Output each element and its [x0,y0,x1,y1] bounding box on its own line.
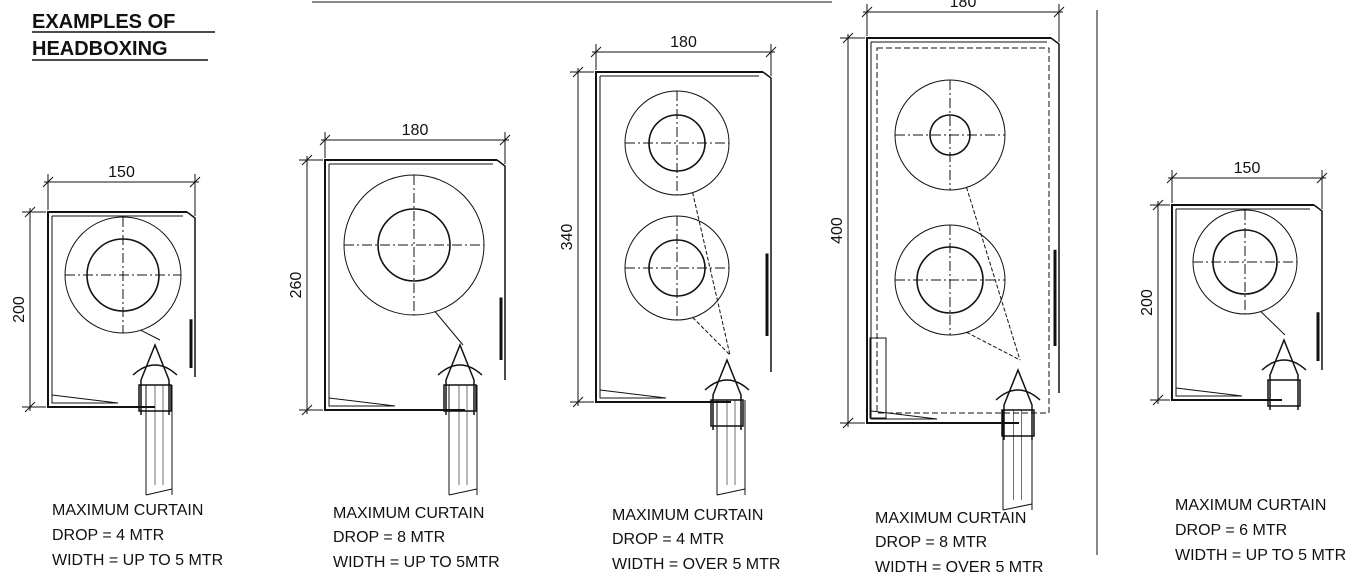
box-4-caption-line-3: WIDTH = OVER 5 MTR [875,559,1043,576]
rail-carrier [1267,379,1301,407]
box-1-width-label: 150 [108,164,135,181]
curtain-line-1 [434,311,464,346]
pipe-cut [145,488,173,496]
box-4-caption-line-2: DROP = 8 MTR [875,534,987,551]
box-3-caption-line-3: WIDTH = OVER 5 MTR [612,556,780,573]
curtain-line-2 [966,331,1021,361]
casing-outline [1171,204,1314,401]
box-1-caption-line-2: DROP = 4 MTR [52,527,164,544]
box-2-caption-line-3: WIDTH = UP TO 5MTR [333,554,500,571]
box-5-caption-line-3: WIDTH = UP TO 5 MTR [1175,547,1346,564]
roll-outer-1 [1192,209,1298,315]
height-dim-tick-bottom [842,417,854,429]
casing-right-lip [762,71,772,372]
rail-hook [132,364,178,376]
casing-right-lip [186,211,196,377]
width-dim-tick-right [1316,172,1328,184]
box-5-width-label: 150 [1234,160,1261,177]
bottom-wedge [328,397,396,407]
rail-profile [1269,337,1299,410]
box-3-width-label: 180 [670,34,697,51]
rail-hook [995,389,1041,401]
rail-hook [437,364,483,376]
width-dim-tick-right [499,134,511,146]
headbox-1 [22,174,201,496]
bottom-wedge [599,389,667,399]
width-dim-tick-left [861,6,873,18]
pipe-cut [716,488,746,496]
bottom-wedge [1175,387,1243,397]
height-dim-tick-bottom [24,401,36,413]
height-dim-tick-top [301,154,313,166]
rail-profile [140,342,170,415]
rail-hook [1261,359,1307,371]
width-dim-tick-right [765,46,777,58]
pipe-cut [448,488,478,496]
rail-profile [1003,367,1033,440]
height-dim-tick-bottom [301,404,313,416]
rail-profile [712,357,742,430]
headbox-2 [299,132,511,496]
height-dim-tick-bottom [1152,394,1164,406]
box-2-caption-line-1: MAXIMUM CURTAIN [333,505,484,522]
width-dim-tick-right [189,176,201,188]
height-dim-tick-top [842,32,854,44]
height-dim-tick-top [1152,199,1164,211]
box-5-height-label: 200 [1139,289,1156,316]
casing-outline [324,159,497,411]
bottom-wedge [51,394,119,404]
roll-outer-1 [624,90,730,196]
rail-carrier [443,384,477,412]
corner-block [869,337,887,419]
width-dim-tick-left [42,176,54,188]
width-dim-tick-left [319,134,331,146]
curtain-line-1 [1260,311,1286,336]
box-3-caption-line-1: MAXIMUM CURTAIN [612,507,763,524]
box-4-height-label: 400 [829,217,846,244]
casing-outline [47,211,187,408]
casing-right-lip [1050,37,1060,393]
width-dim-tick-right [1053,6,1065,18]
bottom-wedge [870,410,938,420]
roll-core-1 [377,208,451,282]
height-dim-tick-top [24,206,36,218]
rail-profile [445,342,475,415]
curtain-line-1 [692,192,731,356]
box-2-caption-line-2: DROP = 8 MTR [333,529,445,546]
curtain-line-2 [692,317,731,356]
box-4-width-label: 180 [950,0,977,11]
casing-right-lip [1313,204,1323,370]
box-2-height-label: 260 [288,272,305,299]
title-line-1: EXAMPLES OF [32,11,175,33]
box-4-caption-line-1: MAXIMUM CURTAIN [875,510,1026,527]
box-5-caption-line-1: MAXIMUM CURTAIN [1175,497,1326,514]
box-3-caption-line-2: DROP = 4 MTR [612,531,724,548]
rail-carrier [1001,409,1035,437]
box-3-height-label: 340 [559,224,576,251]
curtain-line-1 [140,329,161,341]
height-dim-tick-top [572,66,584,78]
title-line-2: HEADBOXING [32,38,168,60]
box-1-height-label: 200 [11,296,28,323]
height-dim-tick-bottom [572,396,584,408]
inner-liner [876,47,1050,414]
box-1-caption-line-1: MAXIMUM CURTAIN [52,502,203,519]
casing-right-lip [496,159,506,380]
width-dim-tick-left [590,46,602,58]
casing-outline [595,71,763,403]
headbox-4 [840,4,1065,511]
box-5-caption-line-2: DROP = 6 MTR [1175,522,1287,539]
pipe-cut [1002,503,1033,511]
casing-outline [866,37,1051,424]
box-1-caption-line-3: WIDTH = UP TO 5 MTR [52,552,223,569]
width-dim-tick-left [1166,172,1178,184]
rail-hook [704,379,750,391]
box-2-width-label: 180 [402,122,429,139]
boxes-layer [22,4,1328,511]
headbox-5 [1150,170,1328,410]
headbox-3 [570,44,777,496]
curtain-line-1 [966,187,1021,361]
roll-outer-2 [624,215,730,321]
